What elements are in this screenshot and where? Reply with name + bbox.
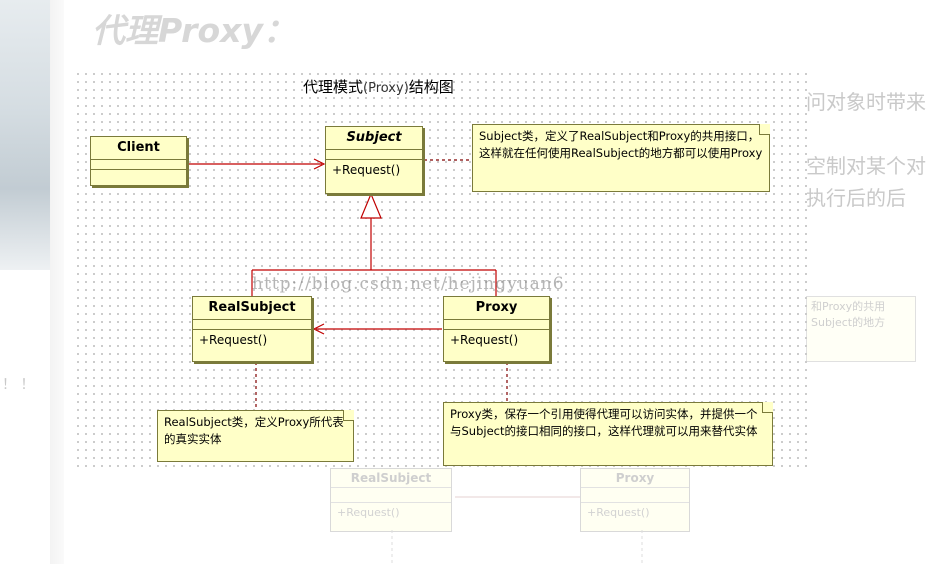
subject-operation: +Request() [332, 163, 401, 177]
client-attributes [91, 160, 186, 170]
client-operations [91, 170, 186, 179]
background-text-2: 空制对某个对 [806, 154, 926, 178]
realsubject-class[interactable]: RealSubject +Request() [192, 296, 312, 362]
realsubject-operation: +Request() [199, 333, 268, 347]
diagram-title-prefix: 代理模式 [303, 78, 364, 96]
background-text-1: 问对象时带来 [806, 90, 926, 114]
proxy-attributes [444, 320, 549, 330]
background-marks: ！ ！ [2, 377, 35, 393]
realsubject-note-fold [343, 410, 354, 421]
client-subject-arrowhead [313, 158, 326, 170]
realsubject-class-name: RealSubject [193, 297, 311, 320]
realsubject-attributes [193, 320, 311, 330]
proxy-class-name: Proxy [444, 297, 549, 320]
proxy-note: Proxy类，保存一个引用使得代理可以访问实体，并提供一个与Subject的接口… [443, 402, 773, 466]
subject-note-fold [759, 124, 770, 135]
background-text-3: 执行后的后 [806, 186, 906, 210]
ghost-realsubject-name: RealSubject [331, 469, 451, 488]
realsubject-note: RealSubject类，定义Proxy所代表的真实实体 [157, 410, 354, 462]
subject-note: Subject类，定义了RealSubject和Proxy的共用接口，这样就在任… [472, 124, 770, 192]
client-class[interactable]: Client [90, 136, 187, 186]
proxy-class[interactable]: Proxy +Request() [443, 296, 550, 362]
proxy-realsubject-arrowhead [312, 323, 325, 335]
proxy-note-fold [762, 402, 773, 413]
generalization-triangle [360, 192, 382, 219]
ghost-proxy-op: +Request() [587, 506, 650, 519]
proxy-operation: +Request() [450, 333, 519, 347]
ghost-proxy-class: Proxy +Request() [580, 468, 690, 532]
diagram-title-paren: (Proxy) [363, 81, 409, 96]
ghost-realsubject-class: RealSubject +Request() [330, 468, 452, 532]
page-title: 代理Proxy： [92, 11, 296, 50]
diagram-title-suffix: 结构图 [408, 78, 454, 96]
background-photo [0, 0, 50, 270]
client-class-name: Client [91, 137, 186, 160]
subject-attributes [326, 150, 422, 160]
diagram-title: 代理模式(Proxy)结构图 [303, 76, 454, 97]
subject-class[interactable]: Subject +Request() [325, 126, 423, 194]
watermark: http://blog.csdn.net/hejingyuan6 [252, 274, 565, 294]
background-ghost-note: 和Proxy的共用 Subject的地方 [806, 296, 916, 362]
subject-class-name: Subject [326, 127, 422, 150]
ghost-realsubject-op: +Request() [337, 506, 400, 519]
ghost-proxy-name: Proxy [581, 469, 689, 488]
background-strip [50, 0, 64, 564]
